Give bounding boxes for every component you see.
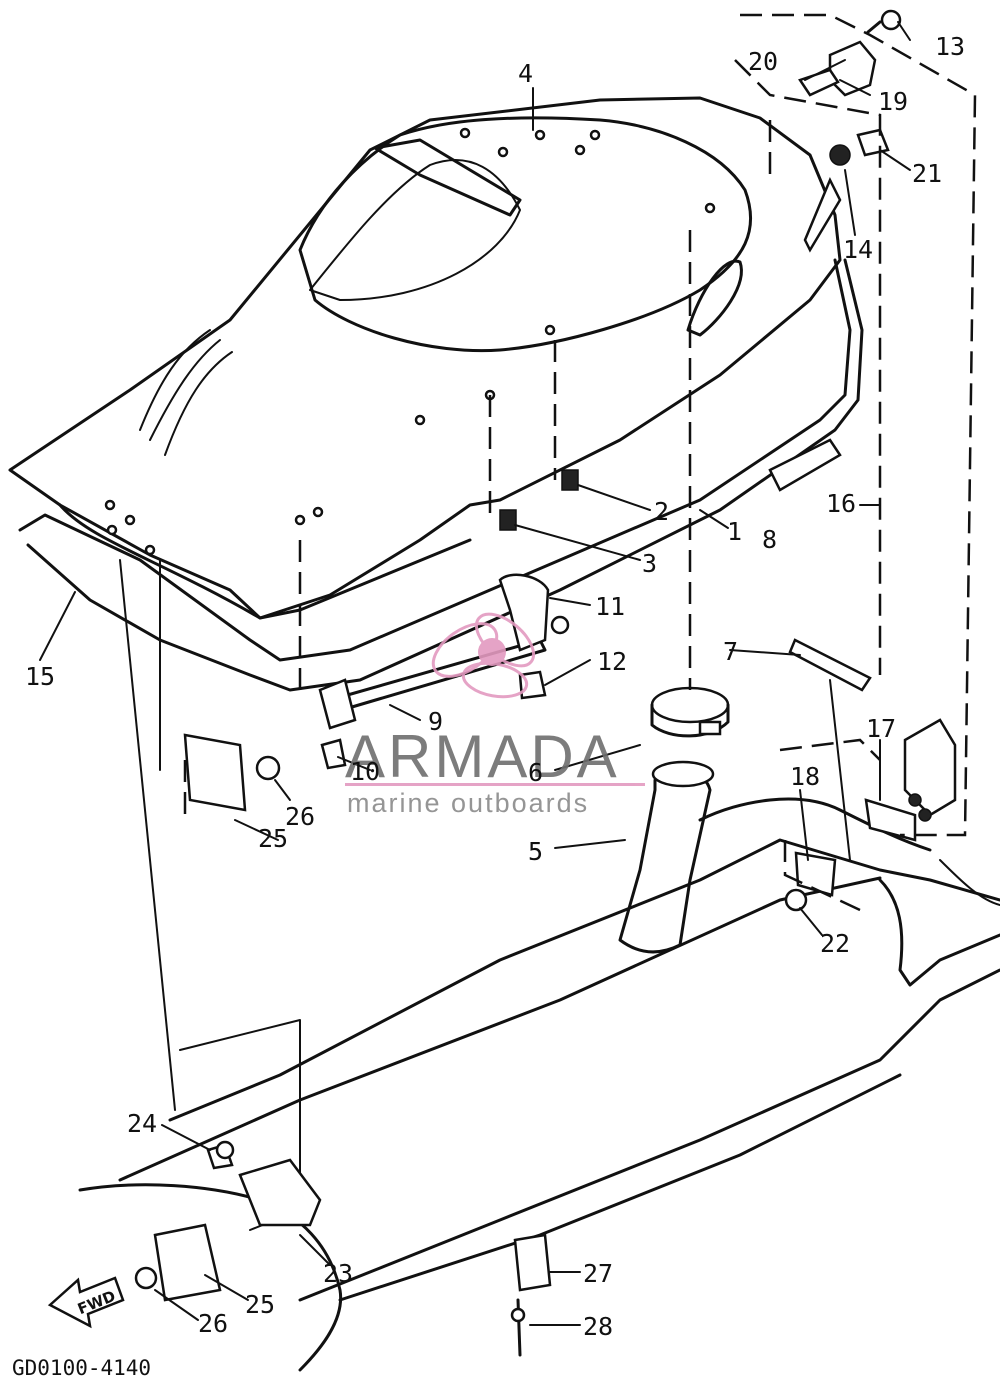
callout-1: 1: [727, 517, 742, 546]
callout-8: 8: [762, 525, 777, 554]
rear-latch-parts: [798, 9, 902, 253]
callout-labels: 1 2 3 4 5 6 7 8 9 10 11 12 13 14 15 16 1…: [25, 32, 965, 1341]
callout-17: 17: [866, 714, 896, 743]
watermark-brand: ARMADA: [345, 723, 620, 790]
rubber-pad-8: [768, 438, 842, 492]
watermark-tagline: marine outboards: [347, 788, 589, 818]
callout-3: 3: [642, 549, 657, 578]
callout-10: 10: [350, 757, 380, 786]
propeller-logo: [431, 612, 535, 699]
intake-duct: [618, 760, 715, 954]
callout-25-lower: 25: [245, 1290, 275, 1319]
tape-7: [788, 638, 872, 692]
callout-16: 16: [826, 489, 856, 518]
callout-19: 19: [878, 87, 908, 116]
callout-23: 23: [323, 1259, 353, 1288]
callout-13: 13: [935, 32, 965, 61]
callout-22: 22: [820, 929, 850, 958]
callout-11: 11: [595, 592, 625, 621]
callout-15: 15: [25, 662, 55, 691]
fwd-arrow-icon: FWD: [47, 1276, 125, 1329]
seat-assembly: [8, 96, 842, 620]
seat-lock-rod: [318, 573, 570, 770]
callout-24: 24: [127, 1109, 157, 1138]
seat-damper-2: [561, 469, 579, 491]
callout-7: 7: [723, 637, 738, 666]
callout-4: 4: [518, 59, 533, 88]
callout-12: 12: [597, 647, 627, 676]
callout-6: 6: [528, 758, 543, 787]
leader-lines: [39, 21, 911, 1326]
callout-27: 27: [583, 1259, 613, 1288]
assembly-lines: [119, 13, 977, 1111]
callout-2: 2: [654, 497, 669, 526]
callout-20: 20: [748, 47, 778, 76]
front-clip-parts: [510, 1233, 552, 1357]
callout-25-upper: 25: [258, 824, 288, 853]
drawing-code: GD0100-4140: [12, 1356, 151, 1380]
watermark: ARMADA marine outboards: [345, 612, 645, 818]
seat-damper-3: [499, 509, 517, 531]
callout-26-lower: 26: [198, 1309, 228, 1338]
callout-28: 28: [583, 1312, 613, 1341]
callout-5: 5: [528, 837, 543, 866]
latch-brackets: [784, 718, 957, 912]
callout-18: 18: [790, 762, 820, 791]
seat-mount-holes: [104, 127, 716, 556]
hose-clamp: [650, 686, 730, 738]
callout-14: 14: [843, 235, 873, 264]
seat-frame-rail: [18, 258, 864, 692]
callout-26-upper: 26: [285, 802, 315, 831]
hinge-parts: [134, 733, 322, 1302]
callout-9: 9: [428, 707, 443, 736]
callout-21: 21: [912, 159, 942, 188]
